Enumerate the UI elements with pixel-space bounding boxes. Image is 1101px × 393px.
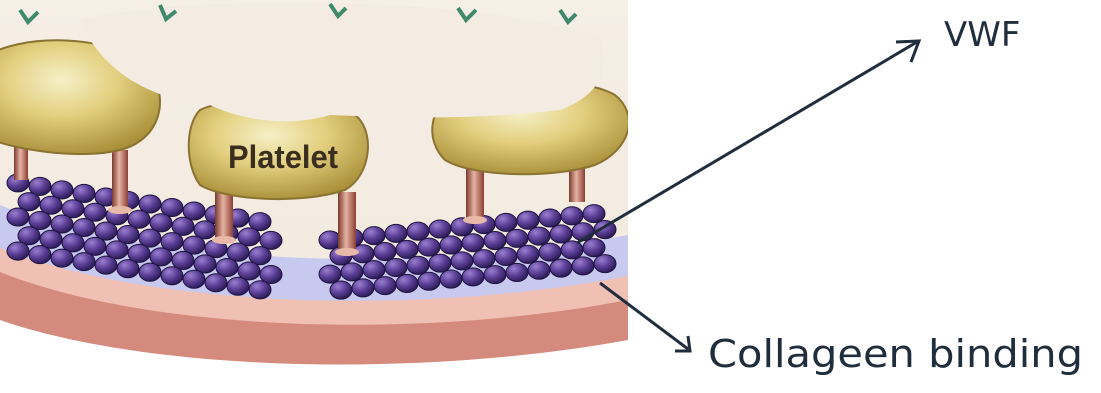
collagen-bead: [418, 272, 440, 290]
collagen-bead: [385, 224, 407, 242]
vwf-stalk: [338, 192, 356, 250]
vwf-collar: [108, 206, 132, 214]
collagen-bead: [462, 234, 484, 252]
vwf-stalk: [112, 150, 128, 208]
collagen-bead: [374, 243, 396, 261]
collagen-bead: [396, 274, 418, 292]
collagen-bead: [29, 246, 51, 264]
collagen-bead: [561, 207, 583, 225]
collagen-bead: [374, 277, 396, 295]
vwf-label: VWF: [944, 15, 1020, 55]
collagen-bead: [429, 220, 451, 238]
collagen-bead: [352, 279, 374, 297]
collagen-bead: [429, 254, 451, 272]
collagen-bead: [139, 263, 161, 281]
collagen-bead: [528, 227, 550, 245]
vwf-collar: [335, 248, 359, 256]
collagen-bead: [363, 261, 385, 279]
collagen-bead: [7, 242, 29, 260]
illustration: Platelet: [0, 0, 629, 393]
collagen-bead: [539, 209, 561, 227]
collagen-bead: [594, 255, 616, 273]
collagen-bead: [517, 245, 539, 263]
collagen-bead: [583, 239, 605, 257]
collagen-bead: [418, 238, 440, 256]
collagen-bead: [550, 259, 572, 277]
vwf-collar: [463, 216, 487, 224]
collagen-bead: [561, 241, 583, 259]
collagen-bead: [484, 232, 506, 250]
collagen-bead: [227, 277, 249, 295]
collagen-bead: [495, 247, 517, 265]
collagen-bead: [396, 240, 418, 258]
collagen-bead: [117, 260, 139, 278]
collagen-bead: [528, 261, 550, 279]
collagen-bead: [319, 231, 341, 249]
collagen-bead: [330, 281, 352, 299]
collagen-bead: [385, 258, 407, 276]
collagen-bead: [484, 266, 506, 284]
collagen-bead: [205, 274, 227, 292]
collagen-bead: [7, 208, 29, 226]
collagen-bead: [161, 267, 183, 285]
platelet-label: Platelet: [228, 139, 338, 175]
collagen-bead: [249, 281, 271, 299]
collagen-bead: [440, 236, 462, 254]
collagen-binding-label: Collageen binding: [708, 332, 1083, 376]
collagen-bead: [341, 263, 363, 281]
collagen-bead: [363, 227, 385, 245]
collagen-bead: [462, 268, 484, 286]
collagen-bead: [319, 265, 341, 283]
collagen-bead: [506, 229, 528, 247]
collagen-bead: [583, 205, 605, 223]
collagen-bead: [495, 213, 517, 231]
collagen-bead: [407, 222, 429, 240]
collagen-bead: [183, 270, 205, 288]
collagen-bead: [95, 256, 117, 274]
collagen-bead: [451, 252, 473, 270]
vwf-collar: [212, 236, 236, 244]
collagen-bead: [440, 270, 462, 288]
collagen-bead: [550, 225, 572, 243]
collagen-bead: [407, 256, 429, 274]
annotations: VWF Collageen binding: [577, 15, 1083, 376]
collagen-bead: [539, 243, 561, 261]
collagen-bead: [51, 249, 73, 267]
collagen-bead: [506, 263, 528, 281]
collagen-bead: [473, 250, 495, 268]
collagen-bead: [73, 253, 95, 271]
collagen-bead: [572, 257, 594, 275]
collagen-bead: [517, 211, 539, 229]
